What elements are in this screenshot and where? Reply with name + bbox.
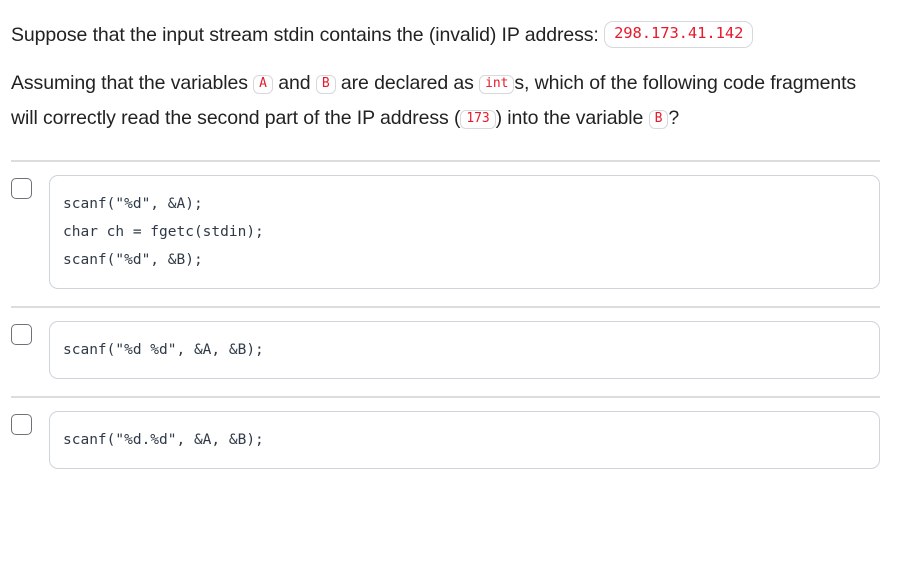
ip-address-badge: 298.173.41.142 xyxy=(604,21,754,48)
question-text-part-7: ? xyxy=(668,107,680,129)
question-line-1: Suppose that the input stream stdin cont… xyxy=(11,18,885,53)
question-text-part-2: Assuming that the variables xyxy=(11,72,248,94)
option-code-2: scanf("%d %d", &A, &B); xyxy=(63,342,264,358)
option-divider xyxy=(11,396,880,398)
question-text-part-5: s, which of the following code fragments… xyxy=(11,72,857,129)
octet-value-badge: 173 xyxy=(460,109,496,130)
option-code-3: scanf("%d.%d", &A, &B); xyxy=(63,432,264,448)
variable-b-badge-2: B xyxy=(648,109,669,130)
option-body[interactable]: scanf("%d %d", &A, &B); xyxy=(0,308,899,396)
type-int-badge: int xyxy=(479,74,515,95)
option-body[interactable]: scanf("%d.%d", &A, &B); xyxy=(0,398,899,486)
question-text-part-6: ) into the variable xyxy=(495,107,644,129)
option-body[interactable]: scanf("%d", &A); char ch = fgetc(stdin);… xyxy=(0,162,899,306)
option-checkbox-2[interactable] xyxy=(11,324,32,345)
option-divider xyxy=(11,306,880,308)
variable-a-badge: A xyxy=(253,74,273,95)
option-code-box-1: scanf("%d", &A); char ch = fgetc(stdin);… xyxy=(49,175,880,289)
question-text-part-4: are declared as xyxy=(340,72,474,94)
option-code-box-2: scanf("%d %d", &A, &B); xyxy=(49,321,880,379)
answer-option-2[interactable]: scanf("%d %d", &A, &B); xyxy=(0,306,899,396)
question-prompt: Suppose that the input stream stdin cont… xyxy=(0,0,899,136)
question-text-part-3: and xyxy=(278,72,311,94)
option-code-1: scanf("%d", &A); char ch = fgetc(stdin);… xyxy=(63,196,264,268)
question-text-part-1: Suppose that the input stream stdin cont… xyxy=(11,24,599,46)
option-checkbox-1[interactable] xyxy=(11,178,32,199)
variable-b-badge: B xyxy=(315,74,336,95)
option-code-box-3: scanf("%d.%d", &A, &B); xyxy=(49,411,880,469)
answer-option-3[interactable]: scanf("%d.%d", &A, &B); xyxy=(0,396,899,486)
option-checkbox-3[interactable] xyxy=(11,414,32,435)
option-divider xyxy=(11,160,880,162)
answer-option-1[interactable]: scanf("%d", &A); char ch = fgetc(stdin);… xyxy=(0,160,899,306)
answer-options-list: scanf("%d", &A); char ch = fgetc(stdin);… xyxy=(0,160,899,486)
question-line-2: Assuming that the variables A and B are … xyxy=(11,66,871,136)
